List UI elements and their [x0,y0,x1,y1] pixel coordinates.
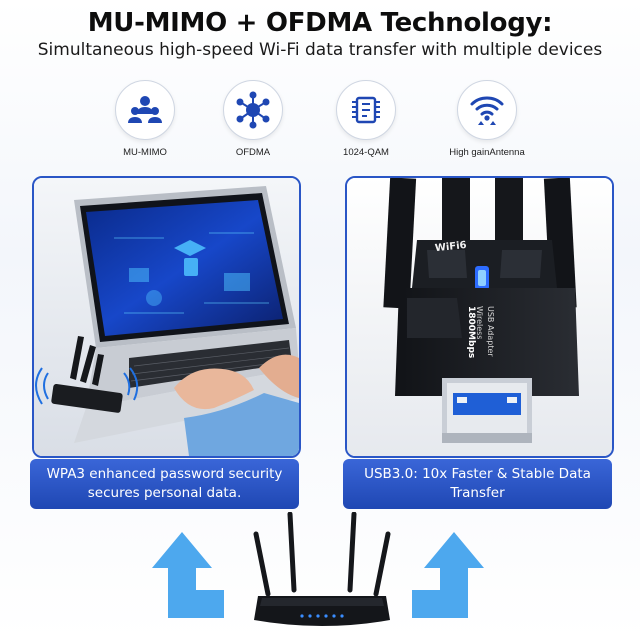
feature-ofdma: OFDMA [198,80,308,158]
feature-1024-qam: 1024-QAM [311,80,421,158]
adapter-side-text-2: USB Adapter [486,306,495,357]
router-image [253,512,391,626]
feature-label: OFDMA [235,147,271,158]
adapter-image-panel: WiFi6 Wireless USB Adapter 1800Mbps [345,176,614,458]
arrow-up-left-icon [152,532,224,618]
left-caption: WPA3 enhanced password security secures … [30,459,299,509]
feature-label: High gainAntenna [449,147,525,158]
network-hub-icon [236,91,270,129]
right-caption-text: USB3.0: 10x Faster & Stable Data Transfe… [364,466,591,501]
laptop-image-panel [32,176,301,458]
adapter-brand-label: WiFi6 [434,240,467,254]
right-caption: USB3.0: 10x Faster & Stable Data Transfe… [343,459,612,509]
feature-label: MU-MIMO [123,147,167,158]
feature-mu-mimo: MU-MIMO [90,80,200,158]
wifi-signal-icon [470,96,504,125]
laptop-with-adapter-image [34,178,299,456]
users-group-icon [128,96,162,123]
feature-high-gain-antenna: High gainAntenna [432,80,542,158]
left-caption-text: WPA3 enhanced password security secures … [46,466,283,501]
feature-label: 1024-QAM [343,147,389,158]
arrow-up-right-icon [412,532,484,618]
usb-adapter-image: WiFi6 Wireless USB Adapter 1800Mbps [347,178,612,456]
page-title: MU-MIMO + OFDMA Technology: [87,8,553,38]
chip-icon [352,96,380,124]
adapter-speed-text: 1800Mbps [466,306,476,358]
adapter-side-text-1: Wireless [475,306,484,339]
page-subtitle: Simultaneous high-speed Wi-Fi data trans… [37,40,603,60]
